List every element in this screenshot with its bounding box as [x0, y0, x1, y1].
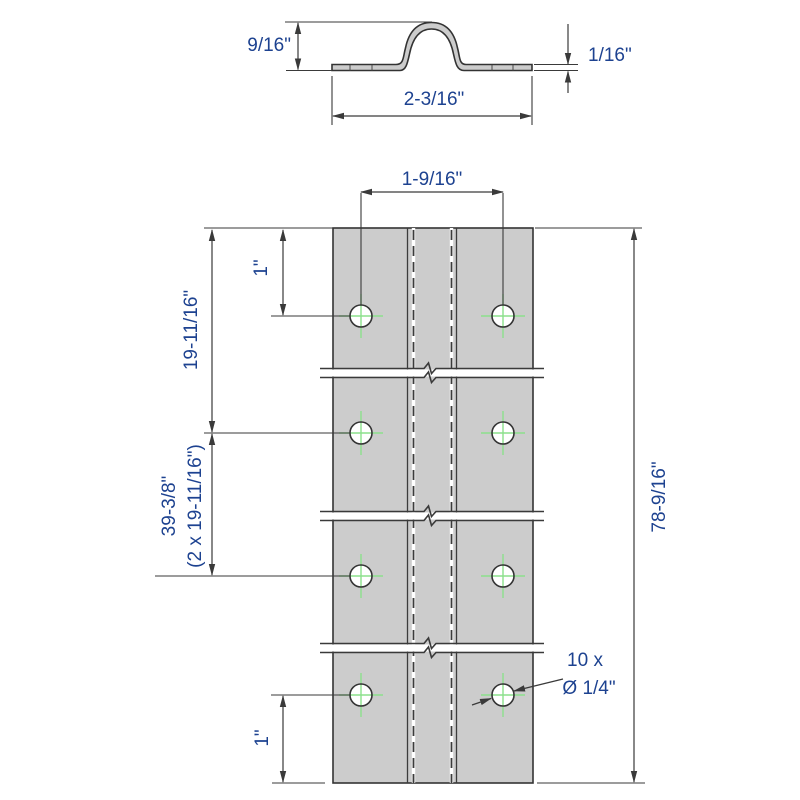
- break-line: [320, 513, 544, 528]
- total-length-label: 78-9/16": [649, 461, 670, 532]
- dim-total-length: [535, 227, 645, 784]
- dim-section-height: [285, 21, 432, 72]
- dim-section-width: [331, 76, 533, 125]
- dimension-labels: 9/16" 1/16" 2-3/16" 1-9/16" 1" 19-11/16"…: [159, 35, 670, 747]
- left-dimensions: [155, 227, 350, 784]
- section-view: [285, 21, 578, 125]
- break-symbols: [317, 361, 547, 660]
- top-hole-offset-label: 1": [251, 259, 272, 276]
- hole-count-label: 10 x: [567, 650, 603, 671]
- dim-hole-spacing: [360, 188, 504, 305]
- leader-line: [471, 697, 492, 706]
- double-pitch-note: (2 x 19-11/16"): [185, 444, 206, 568]
- hole-pitch-label: 19-11/16": [181, 290, 202, 370]
- bottom-hole-offset-label: 1": [252, 729, 273, 746]
- channel-center-lines: [406, 228, 458, 783]
- double-pitch-label: 39-3/8": [159, 476, 180, 537]
- leader-line: [513, 678, 564, 692]
- section-width-label: 2-3/16": [404, 89, 465, 110]
- break-line: [320, 504, 544, 519]
- break-line: [320, 645, 544, 660]
- break-line: [320, 636, 544, 651]
- hat-channel-profile: [331, 21, 533, 72]
- plan-view: [155, 188, 645, 784]
- break-line: [320, 361, 544, 376]
- section-height-label: 9/16": [247, 35, 291, 56]
- flange-segment-ticks: [349, 65, 514, 71]
- hole-spacing-label: 1-9/16": [402, 169, 463, 190]
- dim-section-thickness: [534, 24, 578, 93]
- hole-diameter-label: Ø 1/4": [562, 678, 615, 699]
- section-thickness-label: 1/16": [588, 45, 632, 66]
- hole-callout-leader: [471, 678, 564, 706]
- break-line: [320, 370, 544, 385]
